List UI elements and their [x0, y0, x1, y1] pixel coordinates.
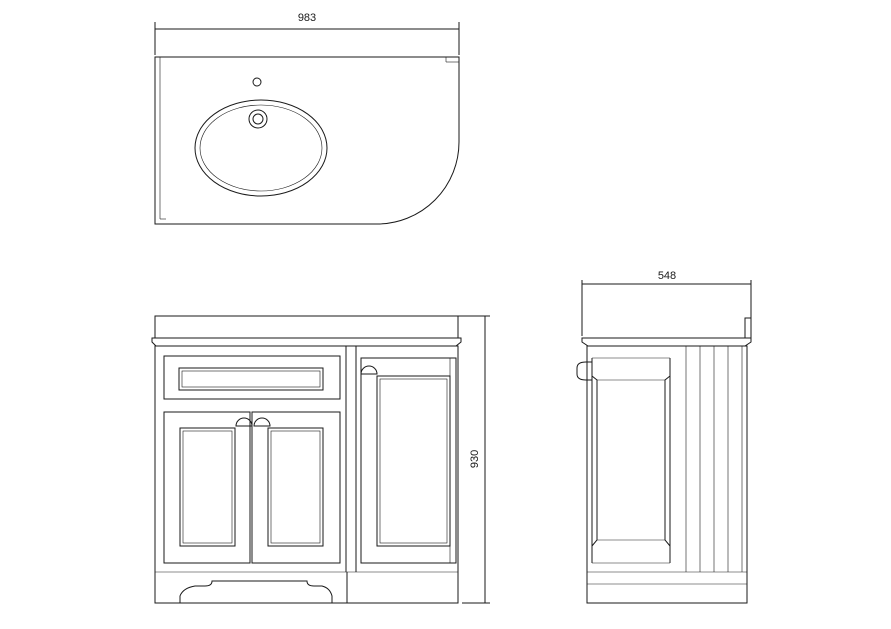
side-elevation: 548 — [576, 270, 752, 604]
width-dimension-label: 983 — [298, 12, 316, 24]
depth-dimension-label: 548 — [658, 270, 676, 282]
door-handle-right — [253, 417, 271, 427]
height-dimension-line: 930 — [458, 315, 490, 604]
front-elevation: 930 — [151, 315, 490, 604]
width-dimension-line: 983 — [154, 12, 460, 55]
basin-top-front — [151, 315, 462, 347]
side-handle — [576, 361, 593, 381]
right-door — [251, 411, 341, 564]
plan-view: 983 — [154, 12, 460, 225]
basin-bowl — [194, 99, 328, 197]
basin-top-side — [581, 317, 752, 347]
basin-countertop-outline — [154, 56, 460, 225]
drain-outlet — [248, 109, 268, 129]
depth-dimension-line: 548 — [581, 270, 752, 336]
tap-hole — [252, 77, 262, 87]
plinth-front — [179, 580, 333, 603]
tongue-and-groove-panel — [685, 346, 743, 572]
door-handle-left — [235, 417, 253, 427]
left-door — [163, 411, 251, 564]
drawer-front — [163, 355, 341, 400]
curved-side-door — [360, 357, 457, 564]
cabinet-side-panel — [586, 345, 748, 604]
cabinet-carcass-front — [154, 345, 459, 604]
height-dimension-label: 930 — [469, 450, 481, 468]
